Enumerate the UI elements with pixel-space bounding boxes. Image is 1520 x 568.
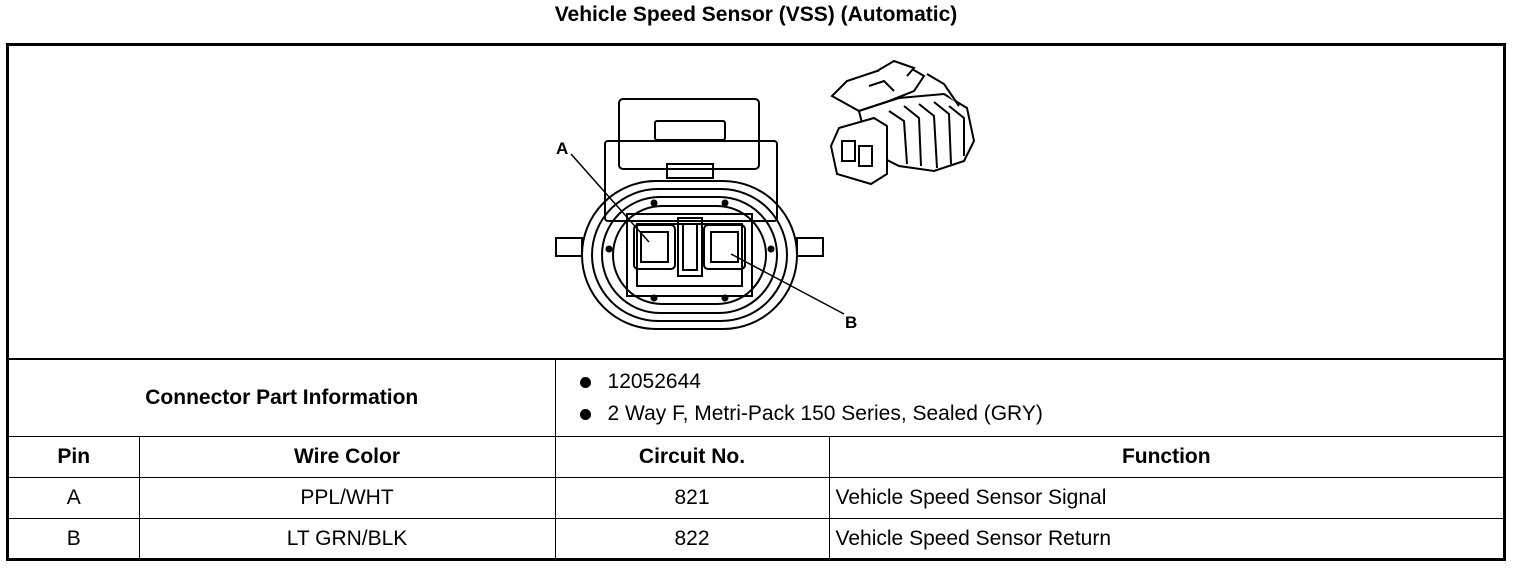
cell-wire-color: LT GRN/BLK	[138, 518, 556, 559]
header-pin: Pin	[9, 436, 140, 478]
cell-circuit: 822	[554, 518, 830, 559]
cell-pin: A	[9, 477, 140, 519]
cell-pin: B	[9, 518, 140, 559]
connector-face-drawing: A B	[555, 59, 976, 332]
cell-wire-color: PPL/WHT	[138, 477, 556, 519]
connector-info-item: 12052644	[574, 366, 1504, 398]
pin-label-b: B	[845, 313, 857, 332]
bullet-icon	[579, 408, 591, 420]
connector-info-item: 2 Way F, Metri-Pack 150 Series, Sealed (…	[574, 398, 1504, 430]
connector-diagram: A B	[9, 46, 1503, 358]
header-circuit-no: Circuit No.	[554, 436, 830, 478]
connector-description: 2 Way F, Metri-Pack 150 Series, Sealed (…	[607, 402, 1043, 425]
connector-info-label: Connector Part Information	[9, 358, 556, 437]
connector-info-list: 12052644 2 Way F, Metri-Pack 150 Series,…	[554, 358, 1504, 437]
connector-3d-drawing	[829, 59, 976, 186]
table-row: A PPL/WHT 821 Vehicle Speed Sensor Signa…	[9, 477, 1504, 519]
cell-function: Vehicle Speed Sensor Return	[828, 518, 1504, 559]
bullet-icon	[579, 376, 591, 388]
page-title: Vehicle Speed Sensor (VSS) (Automatic)	[554, 3, 958, 26]
cell-function: Vehicle Speed Sensor Signal	[828, 477, 1504, 519]
table-row: B LT GRN/BLK 822 Vehicle Speed Sensor Re…	[9, 518, 1504, 559]
header-function: Function	[828, 436, 1504, 478]
cell-circuit: 821	[554, 477, 830, 519]
connector-table-frame: A B	[6, 43, 1506, 561]
part-number: 12052644	[607, 370, 701, 393]
pinout-table: Connector Part Information 12052644 2 Wa…	[9, 358, 1504, 559]
header-wire-color: Wire Color	[138, 436, 556, 478]
pin-label-a: A	[556, 139, 568, 158]
